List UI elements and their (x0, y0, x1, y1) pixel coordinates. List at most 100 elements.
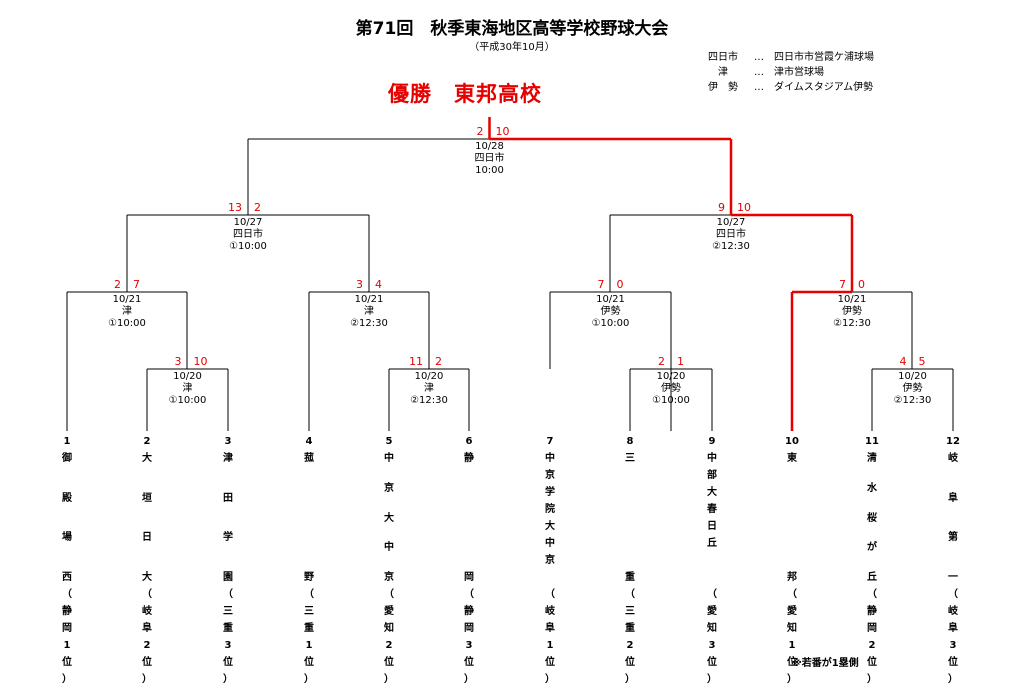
team-origin-char: 1 (546, 640, 554, 651)
team-origin-char: 愛 (707, 606, 717, 617)
game-time: ②12:30 (893, 395, 932, 406)
team-origin-char: 位 (625, 657, 635, 668)
team-origin-char: （ (223, 589, 233, 600)
team-name-char: 園 (223, 572, 233, 583)
game-time: ①10:00 (591, 318, 630, 329)
venue-desc: … 津市営球場 (754, 67, 824, 78)
team-name-char: 御 (62, 453, 72, 464)
game-time: ①10:00 (168, 395, 207, 406)
team-origin-char: 1 (788, 640, 796, 651)
team-origin-char: 位 (787, 657, 797, 668)
venue-row: 津 … 津市営球場 (708, 65, 874, 80)
score-right: 0 (616, 278, 624, 291)
score-left: 11 (409, 355, 423, 368)
team-name-char: 菰 (304, 453, 314, 464)
team-origin-char: （ (545, 589, 555, 600)
team-name: 静岡 (459, 450, 479, 586)
score-right: 7 (133, 278, 140, 291)
game-venue: 伊勢 (902, 383, 923, 394)
team-origin-char: 2 (626, 640, 634, 651)
team-origin-char: ） (867, 674, 877, 685)
team-name-char: 春 (707, 504, 717, 515)
team-seed-number: 2 (143, 436, 151, 447)
team-origin-char: 岡 (867, 623, 877, 634)
team-name-char: 西 (62, 572, 72, 583)
score-left: 3 (356, 278, 363, 291)
game-venue: 四日市 (474, 153, 505, 164)
team-seed-number: 4 (305, 436, 313, 447)
venue-name: 四日市 (708, 52, 738, 63)
game-date: 10/21 (596, 294, 625, 305)
score-left: 9 (718, 201, 725, 214)
game-venue: 津 (122, 306, 132, 317)
game-time: ①10:00 (229, 241, 267, 252)
game-date: 10/20 (898, 371, 927, 382)
game-venue: 津 (182, 383, 193, 394)
team-origin-char: 岐 (545, 606, 555, 617)
champion-banner: 優勝 東邦高校 (388, 82, 542, 106)
team-origin-char: ） (625, 674, 635, 685)
team-origin-char: 位 (384, 657, 394, 668)
game-time: ①10:00 (108, 318, 146, 329)
team-seed-number: 12 (946, 436, 960, 447)
team-origin-char: 岐 (142, 606, 152, 617)
team-name-char: 殿 (62, 493, 72, 504)
team-origin-char: （ (464, 589, 474, 600)
team-origin-char: 重 (625, 623, 635, 634)
team-name: 中京学院大中京 (540, 450, 560, 586)
game-venue: 津 (364, 306, 374, 317)
tournament-title: 第71回 秋季東海地区高等学校野球大会 (355, 19, 669, 39)
team-name-char: 大 (545, 521, 555, 532)
team-name-char: が (867, 542, 877, 553)
score-left: 2 (114, 278, 121, 291)
team-name-char: 場 (62, 532, 72, 543)
team-name-char: 三 (625, 453, 635, 464)
game-time: ②12:30 (833, 318, 871, 329)
team-origin-char: 愛 (384, 606, 394, 617)
team-name-char: 京 (545, 470, 555, 481)
game-date: 10/21 (837, 294, 867, 305)
team-origin-char: （ (142, 589, 152, 600)
team-origin-char: 1 (63, 640, 71, 651)
score-left: 13 (228, 201, 242, 214)
team-origin-char: 阜 (142, 623, 152, 634)
team-name-char: 清 (867, 453, 877, 464)
game-date: 10/20 (656, 371, 686, 382)
team-origin-char: 静 (464, 606, 474, 617)
team-origin-char: （ (384, 589, 394, 600)
game-venue: 四日市 (233, 229, 263, 240)
team-origin-char: 静 (867, 606, 877, 617)
team-name-char: 桜 (867, 513, 877, 524)
game-date: 10/20 (414, 371, 444, 382)
score-right: 2 (254, 201, 261, 214)
score-left: 7 (839, 278, 846, 291)
score-right: 0 (858, 278, 865, 291)
team-name: 中部大春日丘 (702, 450, 722, 586)
team-origin-char: ） (142, 674, 152, 685)
score-right: 1 (677, 355, 684, 368)
team-origin-char: 3 (224, 640, 232, 651)
game-date: 10/21 (112, 294, 142, 305)
footnote: ※若番が1塁側 (792, 658, 859, 669)
team-seed-number: 9 (708, 436, 716, 447)
team-origin-char: （ (787, 589, 797, 600)
team-origin-char: 3 (708, 640, 716, 651)
team-name-char: 田 (223, 493, 233, 504)
team-name-char: 京 (384, 483, 394, 494)
team-name-char: 院 (545, 504, 555, 515)
venue-legend: 四日市 … 四日市市営霞ケ浦球場 津 … 津市営球場 伊 勢 … ダイムスタジア… (708, 50, 874, 95)
game-date: 10/21 (354, 294, 384, 305)
team-origin-char: （ (625, 589, 635, 600)
team-origin-char: 重 (304, 623, 314, 634)
team-origin-char: 愛 (787, 606, 797, 617)
team-name-char: 中 (707, 453, 717, 464)
team-name-char: 京 (545, 555, 555, 566)
